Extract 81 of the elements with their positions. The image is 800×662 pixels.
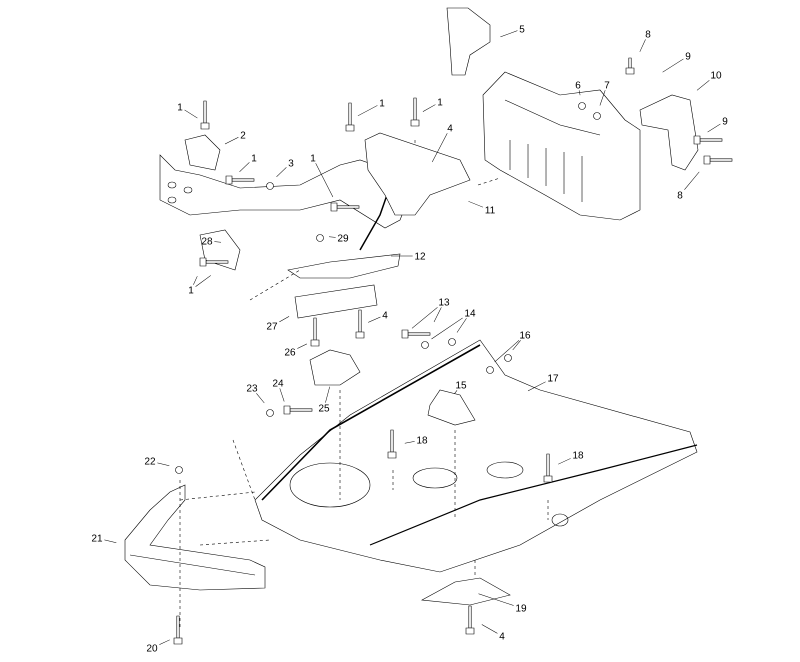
callout-number: 10 (711, 71, 722, 79)
callout-number: 19 (516, 604, 526, 612)
leader-line (482, 624, 498, 634)
leader-line (494, 340, 520, 362)
leader-line (358, 105, 378, 116)
leader-line (707, 124, 721, 132)
leader-line (184, 110, 198, 118)
leader-line (224, 137, 239, 144)
callout-number: 17 (548, 374, 558, 382)
callout-number: 4 (499, 632, 504, 640)
callout-number: 9 (686, 52, 690, 60)
callout-number: 9 (722, 117, 728, 125)
callout-number: 2 (240, 132, 246, 138)
leader-line (454, 390, 458, 394)
leader-line (104, 540, 117, 544)
leader-line (279, 316, 290, 322)
callout-number: 7 (604, 82, 610, 88)
callout-number: 14 (465, 310, 476, 316)
callout-number: 8 (678, 191, 682, 199)
callout-number: 15 (456, 382, 466, 388)
leader-line (315, 162, 334, 198)
leader-line (276, 167, 287, 178)
callout-number: 1 (438, 98, 442, 106)
leader-line (512, 340, 521, 350)
leader-line (157, 462, 170, 466)
callout-number: 1 (380, 100, 384, 106)
callout-number: 23 (246, 384, 258, 392)
leader-line (368, 316, 381, 323)
callout-number: 18 (417, 436, 428, 444)
leader-line (468, 201, 484, 208)
leader-line (640, 39, 646, 52)
callout-number: 12 (415, 252, 426, 260)
callout-number: 28 (202, 237, 212, 245)
leader-line (684, 172, 700, 190)
callout-number: 4 (447, 124, 452, 132)
leader-line (696, 80, 710, 91)
leader-line (404, 441, 415, 444)
callout-number: 27 (266, 322, 278, 330)
leader-line (412, 307, 438, 329)
leader-line (558, 458, 571, 464)
leader-line (239, 162, 250, 172)
callout-number: 24 (272, 380, 284, 386)
leader-line (500, 30, 518, 38)
callout-number: 16 (520, 331, 530, 339)
callout-number: 1 (252, 154, 256, 162)
callout-number: 8 (646, 30, 650, 38)
leader-line (214, 241, 222, 242)
leader-line (256, 393, 265, 404)
leader-line (431, 318, 463, 340)
leader-line (434, 307, 442, 322)
callout-number: 5 (520, 26, 524, 32)
leader-line (280, 388, 284, 402)
leader-line (456, 318, 467, 333)
callout-number: 6 (576, 81, 580, 89)
callout-number: 13 (439, 298, 450, 306)
leader-line (478, 594, 514, 606)
leader-line (297, 344, 308, 349)
callout-number: 21 (92, 534, 102, 542)
leader-line (528, 382, 546, 392)
callout-number: 18 (573, 451, 584, 459)
leader-line (159, 640, 170, 645)
callout-number: 1 (311, 154, 316, 162)
callout-number: 25 (318, 404, 330, 412)
leader-line (600, 90, 606, 106)
callout-number: 11 (486, 206, 495, 214)
callout-number: 29 (338, 234, 348, 242)
leader-line (578, 90, 580, 96)
callout-number: 22 (144, 458, 156, 464)
leader-line (325, 386, 330, 403)
leader-line (195, 275, 212, 287)
callout-number: 1 (189, 286, 194, 294)
leader-line (328, 236, 336, 238)
leader-line (662, 58, 684, 72)
callout-number: 1 (178, 104, 182, 110)
callout-number: 3 (288, 159, 294, 167)
leader-line (422, 104, 436, 112)
leader-line (193, 276, 198, 285)
leader-line (432, 132, 448, 162)
callout-number: 20 (146, 644, 158, 652)
callout-number: 26 (284, 348, 296, 356)
callout-number: 4 (382, 312, 388, 318)
